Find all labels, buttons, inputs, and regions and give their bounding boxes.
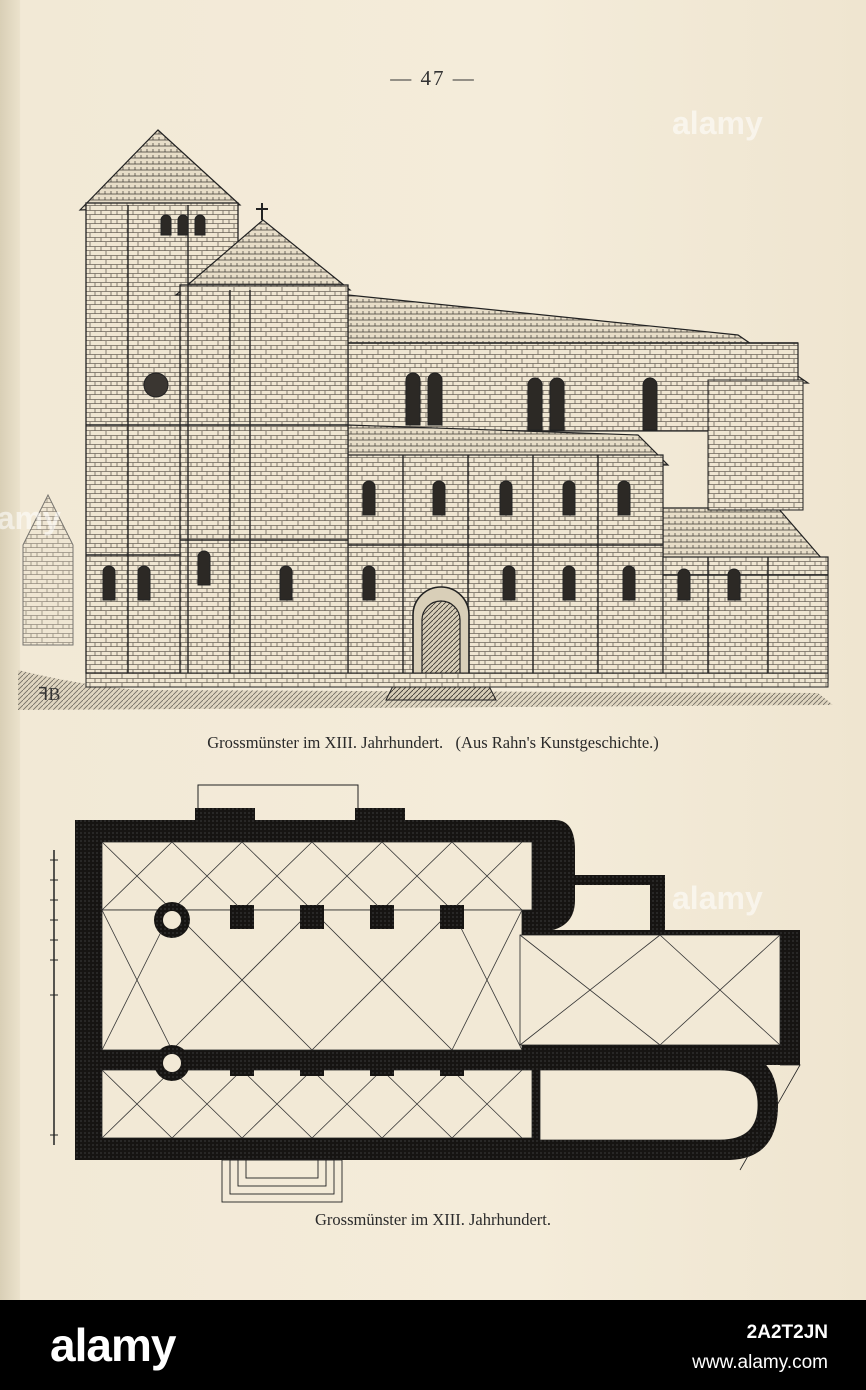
site-url: www.alamy.com bbox=[692, 1352, 828, 1373]
floor-plan-caption: Grossmünster im XIII. Jahrhundert. bbox=[315, 1210, 551, 1229]
watermark-left: alamy bbox=[0, 500, 61, 536]
watermark-middle-right: alamy bbox=[672, 880, 763, 916]
watermark-top-right: alamy bbox=[672, 105, 763, 141]
church-elevation-illustration: ꟻB bbox=[18, 129, 833, 710]
book-page: — 47 — bbox=[0, 0, 866, 1300]
svg-text:ꟻB: ꟻB bbox=[38, 684, 60, 704]
page-number: — 47 — bbox=[390, 66, 476, 90]
elevation-caption: Grossmünster im XIII. Jahrhundert. (Aus … bbox=[207, 733, 659, 752]
alamy-logo: alamy bbox=[50, 1319, 176, 1371]
stock-photo-footer bbox=[0, 1300, 866, 1390]
image-id: 2A2T2JN bbox=[746, 1322, 828, 1343]
church-floor-plan-illustration bbox=[50, 784, 801, 1203]
page-edge bbox=[0, 0, 20, 1300]
